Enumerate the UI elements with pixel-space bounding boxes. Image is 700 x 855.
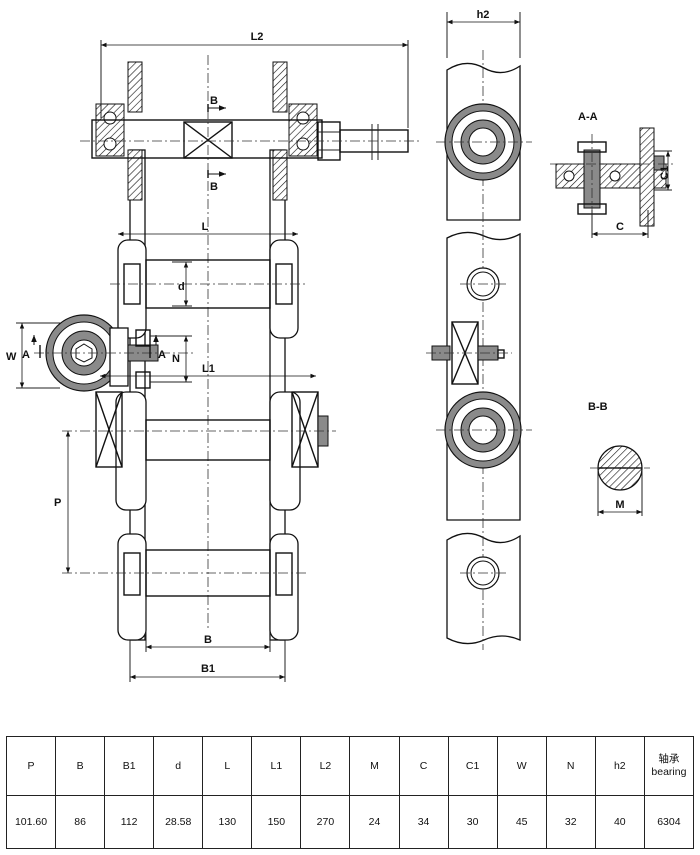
value-cell: 270 [300,795,351,849]
label-l2: L2 [251,31,264,43]
label-b-top: B [210,95,218,107]
top-shaft-assembly [80,61,420,201]
value-cell: 30 [447,795,498,849]
label-w: W [6,351,17,363]
label-a-right: A [158,349,166,361]
header-cell: L1 [251,736,302,796]
value-cell: 6304 [643,795,695,849]
label-l1: L1 [202,363,215,375]
header-cell: C1 [447,736,498,796]
label-p: P [54,497,61,509]
front-view: L2 B B L d W A A N L1 P B B1 [6,31,420,682]
table-header-row: P B B1 d L L1 L2 M C C1 W N h2 轴承 bearin… [5,736,695,796]
label-section-bb: B-B [588,401,608,413]
value-cell: 112 [104,795,155,849]
label-c1: C1 [659,166,671,180]
chain-technical-drawing: L2 B B L d W A A N L1 P B B1 h2 [6,9,676,682]
header-cell: h2 [594,736,645,796]
value-cell: 130 [202,795,253,849]
value-cell: 40 [594,795,645,849]
header-cell-bearing: 轴承 bearing [643,736,695,796]
header-cell: P [5,736,57,796]
table-row: 101.60 86 112 28.58 130 150 270 24 34 30… [5,795,695,849]
header-cell: M [349,736,400,796]
value-cell: 32 [545,795,596,849]
value-cell: 150 [251,795,302,849]
section-aa: A-A C1 C [550,111,676,238]
header-cell: N [545,736,596,796]
label-b-bottom: B [210,181,218,193]
header-cell: L2 [300,736,351,796]
value-cell: 24 [349,795,400,849]
label-d: d [178,281,185,293]
header-cell: L [202,736,253,796]
label-c: C [616,221,624,233]
label-l: L [202,221,209,233]
header-cell: B [55,736,106,796]
value-cell: 28.58 [153,795,204,849]
section-bb: B-B M [588,401,650,516]
roller-link-2 [62,533,306,641]
header-cell: C [398,736,449,796]
label-b1: B1 [201,663,215,675]
label-n: N [172,353,180,365]
label-a-left: A [22,349,30,361]
value-cell: 34 [398,795,449,849]
bearing-link [62,391,336,511]
label-h2: h2 [477,9,490,21]
label-m: M [615,499,624,511]
label-b: B [204,634,212,646]
specification-table: P B B1 d L L1 L2 M C C1 W N h2 轴承 bearin… [5,736,695,849]
header-cell: B1 [104,736,155,796]
label-section-aa: A-A [578,111,598,123]
value-cell: 45 [496,795,547,849]
header-cell: d [153,736,204,796]
section-b-marks [207,104,226,178]
value-cell: 86 [55,795,106,849]
header-cell: W [496,736,547,796]
roller-link-1 [110,239,306,339]
side-view: h2 [426,9,532,650]
value-cell: 101.60 [5,795,57,849]
